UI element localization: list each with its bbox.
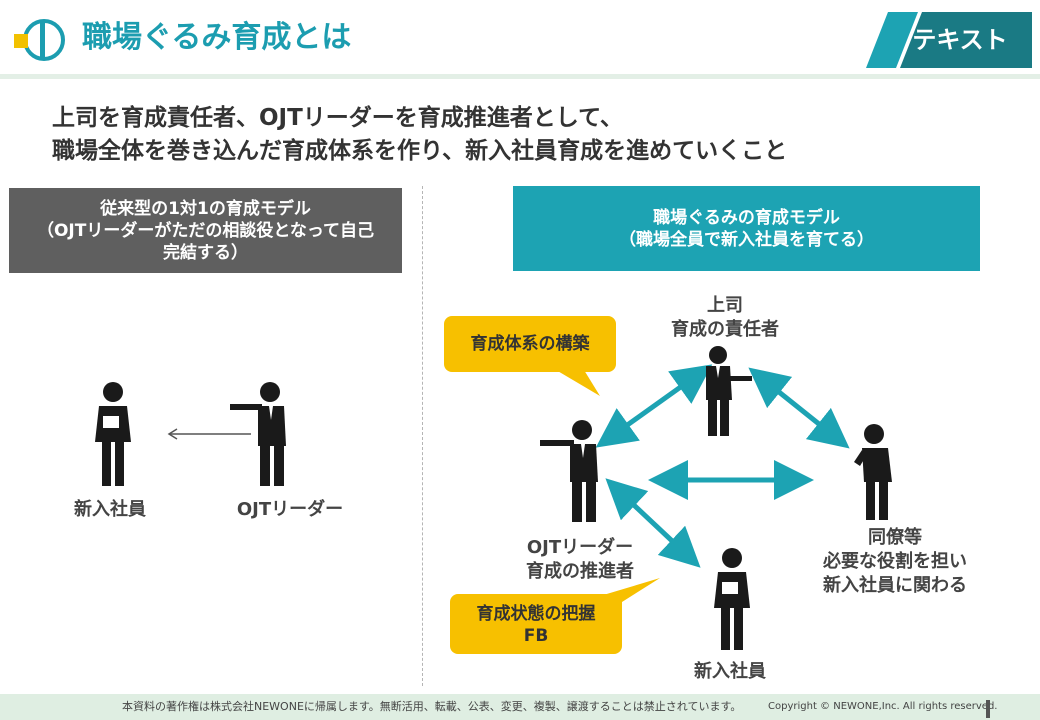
boss-label: 上司 育成の責任者	[671, 295, 779, 340]
tag-banner-shape	[866, 12, 1032, 68]
boss-figure	[706, 346, 752, 436]
left-arrow-icon	[167, 428, 251, 440]
new-employee-left-figure	[95, 382, 131, 486]
colleague-label: 同僚等 必要な役割を担い 新入社員に関わる	[823, 527, 967, 596]
arrow-boss-colleague	[748, 367, 850, 449]
callout-build-bubble	[444, 316, 616, 396]
callout-status-bubble	[450, 578, 660, 654]
new-employee-right-figure	[714, 548, 750, 650]
section-divider	[422, 186, 423, 686]
tag-label: テキスト	[912, 26, 1008, 54]
footer-copyright: Copyright © NEWONE,Inc. All rights reser…	[768, 701, 998, 712]
arrow-ojt-newemployee	[605, 478, 701, 568]
ojt-leader-right-figure	[540, 420, 598, 522]
colleague-figure	[854, 424, 892, 520]
right-new-employee-label: 新入社員	[694, 661, 766, 682]
footer-notice: 本資料の著作権は株式会社NEWONEに帰属します。無断活用、転載、公表、変更、複…	[122, 700, 742, 713]
footer-mark	[986, 700, 990, 718]
page-title: 職場ぐるみ育成とは	[82, 20, 352, 55]
callout-build-text: 育成体系の構築	[470, 334, 590, 354]
logo-icon	[14, 19, 65, 61]
ojt-leader-right-label: OJTリーダー 育成の推進者	[526, 537, 634, 582]
header-divider	[0, 74, 1040, 79]
left-new-employee-label: 新入社員	[74, 499, 146, 520]
workplace-model-title: 職場ぐるみの育成モデル （職場全員で新入社員を育てる）	[513, 186, 980, 271]
lead-text: 上司を育成責任者、OJTリーダーを育成推進者として、 職場全体を巻き込んだ育成体…	[52, 105, 788, 164]
ojt-leader-left-figure	[230, 382, 286, 486]
left-ojt-leader-label: OJTリーダー	[236, 499, 344, 520]
traditional-model-title: 従来型の1対1の育成モデル （OJTリーダーがただの相談役となって自己 完結する…	[9, 188, 402, 273]
arrow-ojt-boss	[595, 364, 713, 448]
callout-status-text: 育成状態の把握 FB	[476, 604, 596, 646]
footer-bar	[0, 694, 1040, 720]
